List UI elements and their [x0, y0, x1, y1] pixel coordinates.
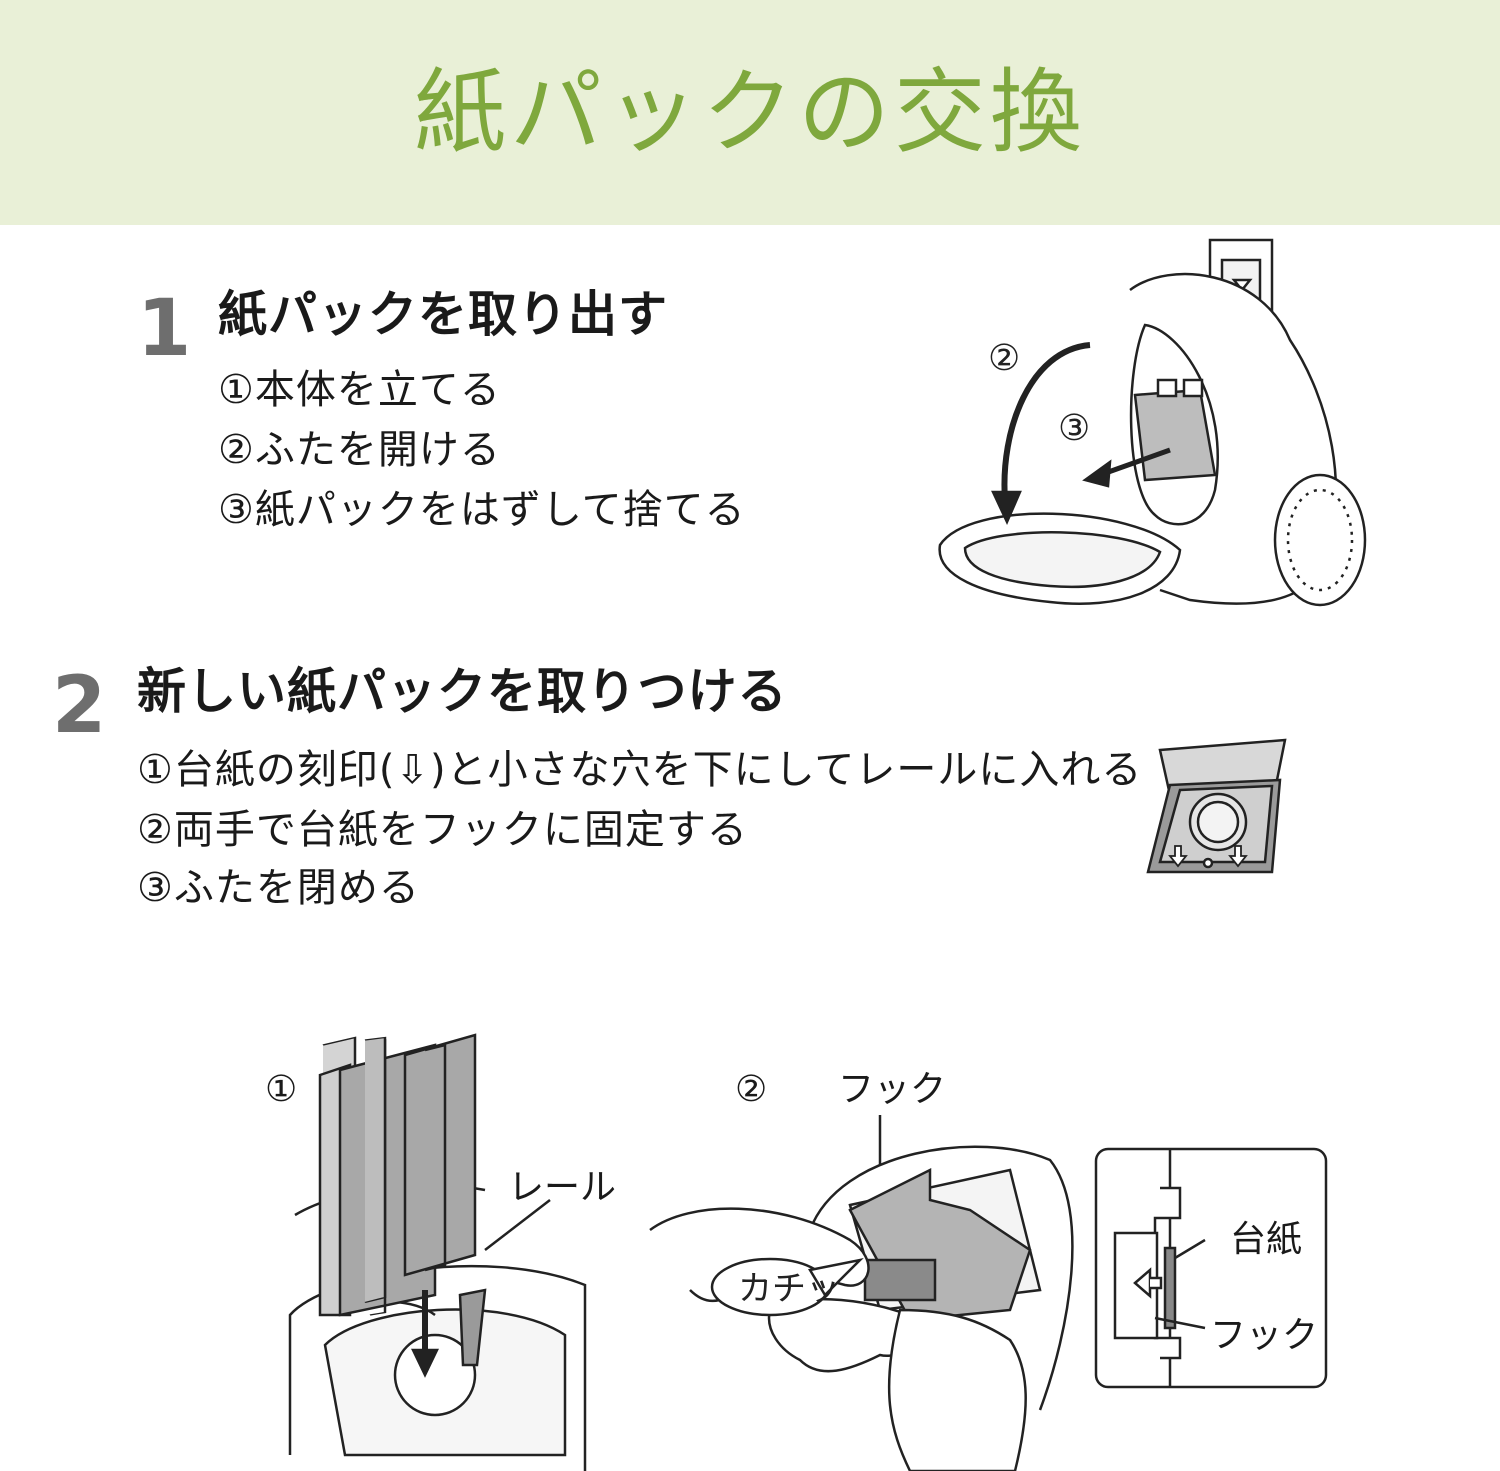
figure-marker-3: ③: [1058, 408, 1090, 449]
figure-2-marker: ②: [735, 1072, 767, 1108]
figure-marker-2: ②: [988, 338, 1020, 379]
step-2-instruction-3: ③ふたを閉める: [137, 868, 420, 908]
step-2-instruction-2: ②両手で台紙をフックに固定する: [137, 810, 748, 850]
step-1-title: 紙パックを取り出す: [218, 290, 668, 339]
inset-hook-label: フック: [1210, 1318, 1318, 1354]
paper-bag-card-illustration: [1140, 730, 1295, 880]
page-title: 紙パックの交換: [0, 58, 1500, 168]
step-2-title: 新しい紙パックを取りつける: [137, 667, 788, 716]
vacuum-open-lid-illustration: ② ③: [930, 230, 1380, 620]
hook-label: フック: [838, 1072, 946, 1108]
step-1-instruction-3: ③紙パックをはずして捨てる: [218, 490, 746, 530]
click-label: カチッ: [738, 1269, 840, 1309]
rail-label: レール: [508, 1170, 616, 1206]
step-1-instruction-2: ②ふたを開ける: [218, 430, 501, 470]
rail-insertion-illustration: [285, 1015, 625, 1471]
step-2-instruction-1: ①台紙の刻印(⇩)と小さな穴を下にしてレールに入れる: [137, 750, 1142, 790]
step-1-instruction-1: ①本体を立てる: [218, 370, 501, 410]
step-1-number: 1: [137, 290, 191, 368]
hook-fixing-illustration: カチッ: [650, 1110, 1110, 1471]
header-banner: 紙パックの交換: [0, 0, 1500, 225]
inset-backing-label: 台紙: [1230, 1222, 1302, 1258]
step-2-number: 2: [52, 667, 106, 745]
